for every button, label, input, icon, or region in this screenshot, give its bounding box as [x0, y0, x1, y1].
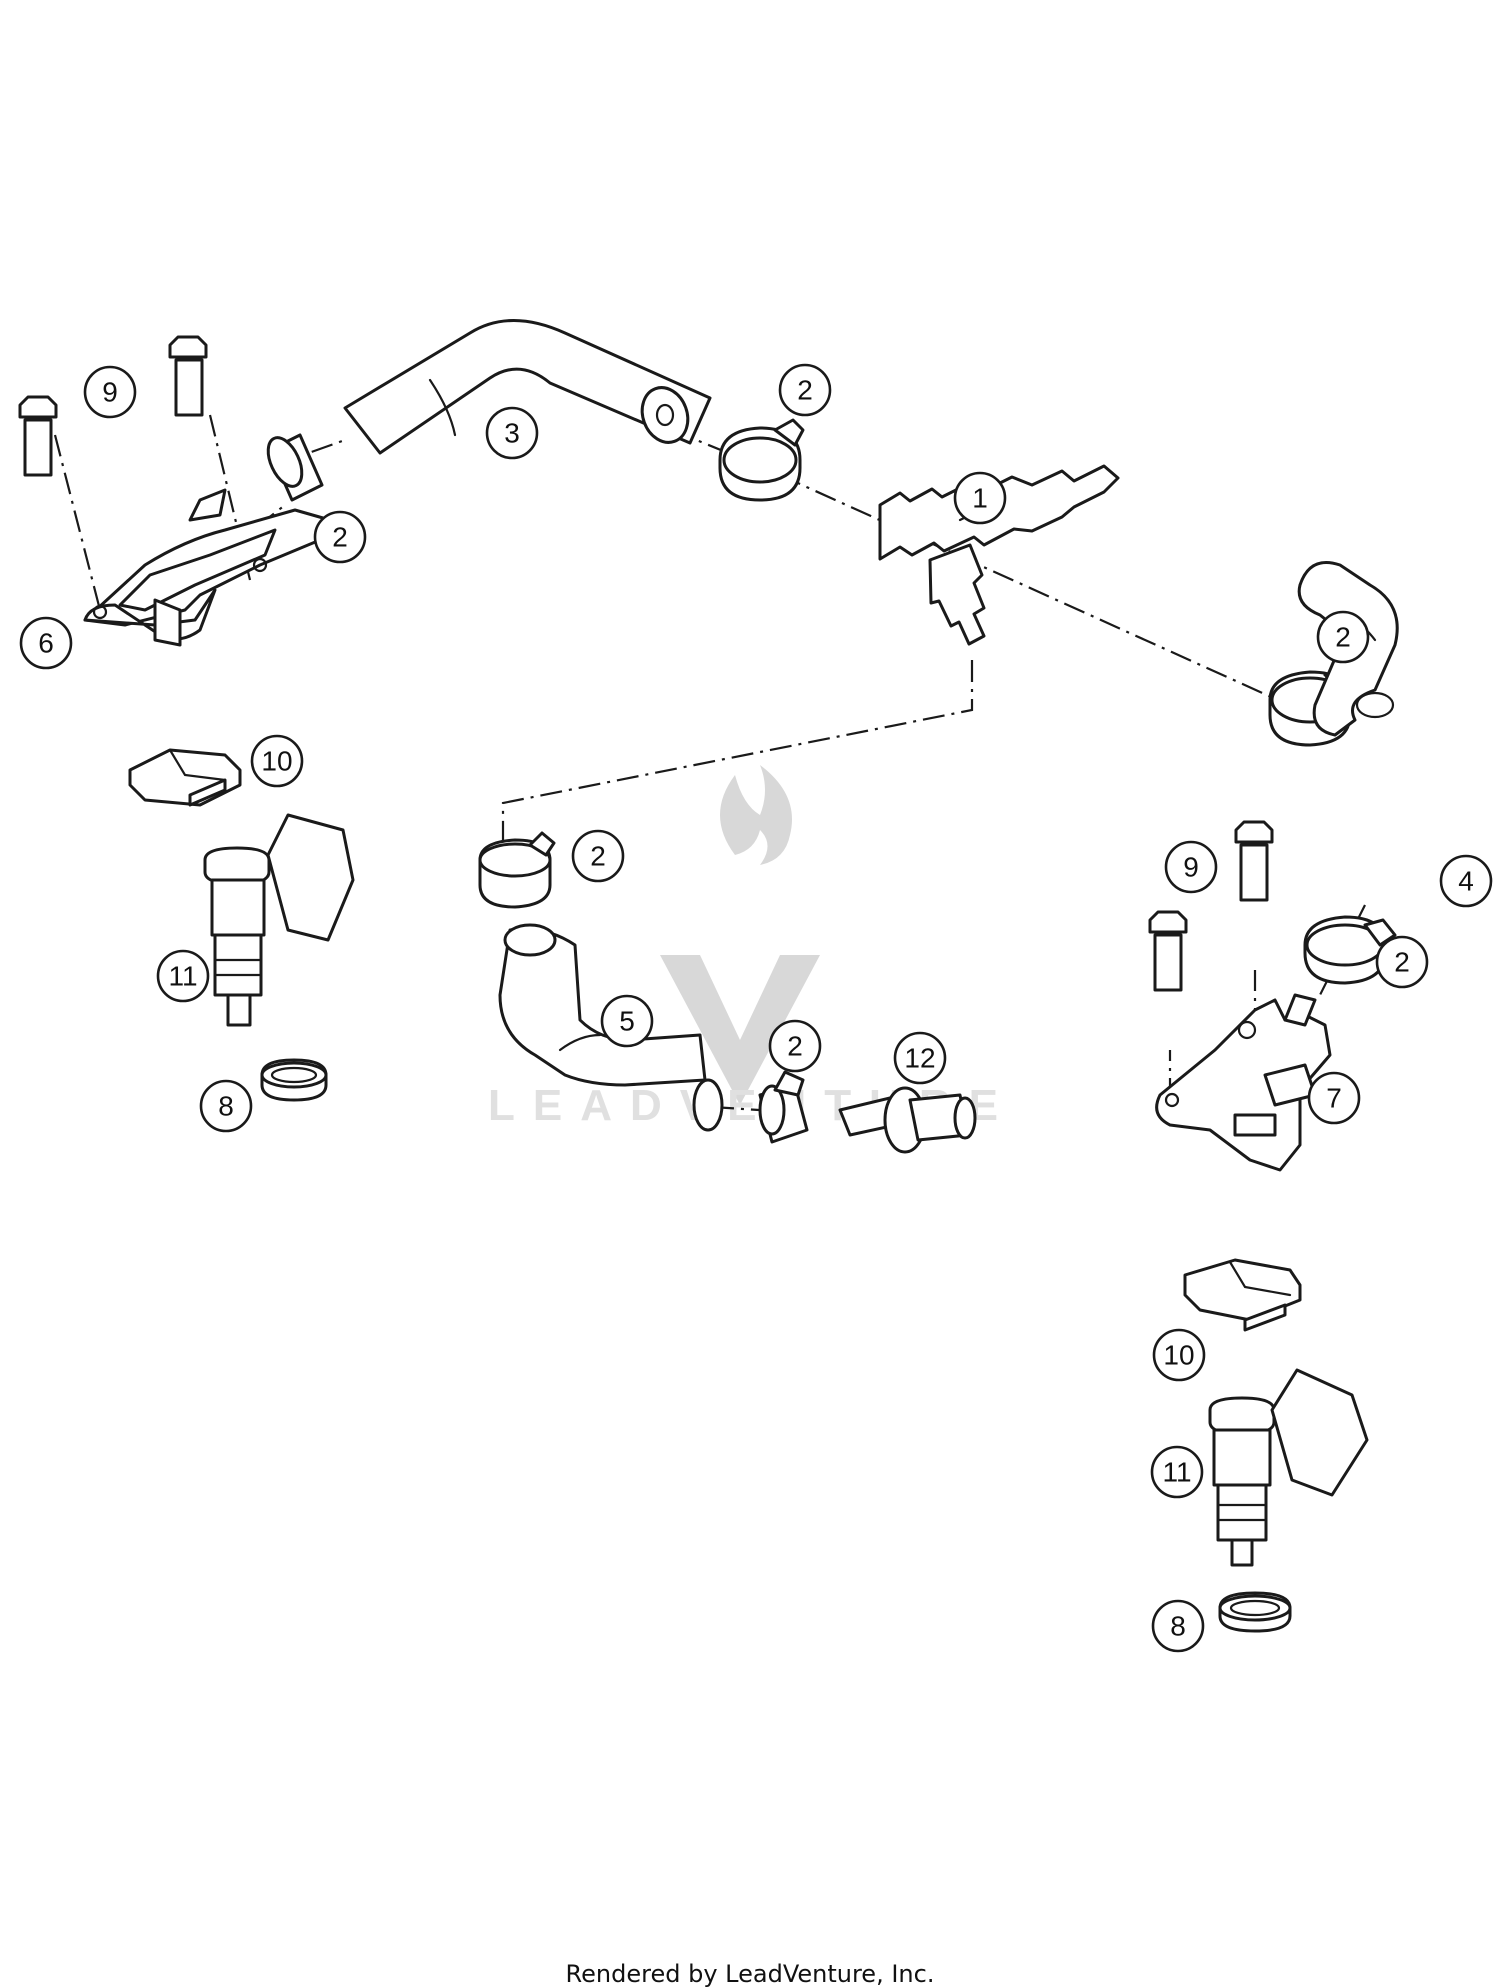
svg-text:7: 7	[1326, 1083, 1342, 1114]
svg-text:2: 2	[797, 375, 813, 406]
svg-text:10: 10	[261, 746, 292, 777]
hose-clamp-2	[718, 418, 805, 502]
svg-text:5: 5	[619, 1006, 635, 1037]
fuel-injector-right	[1208, 1368, 1369, 1567]
o-ring-right	[1218, 1591, 1292, 1633]
callout-7: 7	[1307, 1071, 1361, 1125]
svg-text:1: 1	[972, 483, 988, 514]
hose-3	[343, 319, 712, 455]
callout-2d: 2	[571, 829, 625, 883]
check-valve	[838, 1086, 977, 1154]
hose-clamp-4	[478, 831, 556, 909]
callout-11b: 11	[1150, 1445, 1204, 1499]
svg-text:2: 2	[1335, 622, 1351, 653]
callout-2f: 2	[1375, 935, 1429, 989]
callout-6: 6	[19, 616, 73, 670]
svg-text:8: 8	[218, 1091, 234, 1122]
svg-text:11: 11	[1162, 1457, 1191, 1488]
injector-holder-right	[1155, 993, 1332, 1172]
hose-clamp-1	[266, 433, 324, 502]
callout-10a: 10	[250, 734, 304, 788]
footer-credit: Rendered by LeadVenture, Inc.	[565, 1960, 935, 1988]
callout-1: 1	[953, 471, 1007, 525]
callout-10b: 10	[1152, 1328, 1206, 1382]
svg-text:11: 11	[168, 961, 197, 992]
hose-clamp-6	[758, 1070, 809, 1144]
callout-2a: 2	[778, 363, 832, 417]
callout-12: 12	[893, 1031, 947, 1085]
svg-text:10: 10	[1163, 1340, 1194, 1371]
svg-text:2: 2	[590, 841, 606, 872]
hose-5	[498, 923, 724, 1132]
svg-text:9: 9	[1183, 852, 1199, 883]
injector-holder-left	[83, 488, 332, 647]
callout-9b: 9	[1164, 840, 1218, 894]
callout-4: 4	[1439, 854, 1493, 908]
svg-text:2: 2	[332, 522, 348, 553]
svg-text:2: 2	[787, 1031, 803, 1062]
svg-text:8: 8	[1170, 1611, 1186, 1642]
o-ring-left	[260, 1058, 328, 1102]
bolt-right-1	[1234, 820, 1274, 902]
svg-text:3: 3	[504, 418, 520, 449]
callout-5: 5	[600, 994, 654, 1048]
callout-2b: 2	[313, 510, 367, 564]
clip-left	[128, 748, 242, 807]
svg-text:12: 12	[904, 1043, 935, 1074]
callout-2c: 2	[1316, 610, 1370, 664]
callout-8b: 8	[1151, 1599, 1205, 1653]
svg-text:4: 4	[1458, 866, 1474, 897]
callout-8a: 8	[199, 1079, 253, 1133]
callout-3: 3	[485, 406, 539, 460]
callout-11a: 11	[156, 949, 210, 1003]
bolt-left-2	[168, 335, 208, 417]
bolt-right-2	[1148, 910, 1188, 992]
clip-right	[1183, 1258, 1302, 1332]
callout-2e: 2	[768, 1019, 822, 1073]
svg-text:6: 6	[38, 628, 54, 659]
svg-text:2: 2	[1394, 947, 1410, 978]
fuel-injector-left	[203, 813, 355, 1027]
svg-text:9: 9	[102, 377, 118, 408]
bolt-left-1	[18, 395, 58, 477]
callout-9a: 9	[83, 365, 137, 419]
